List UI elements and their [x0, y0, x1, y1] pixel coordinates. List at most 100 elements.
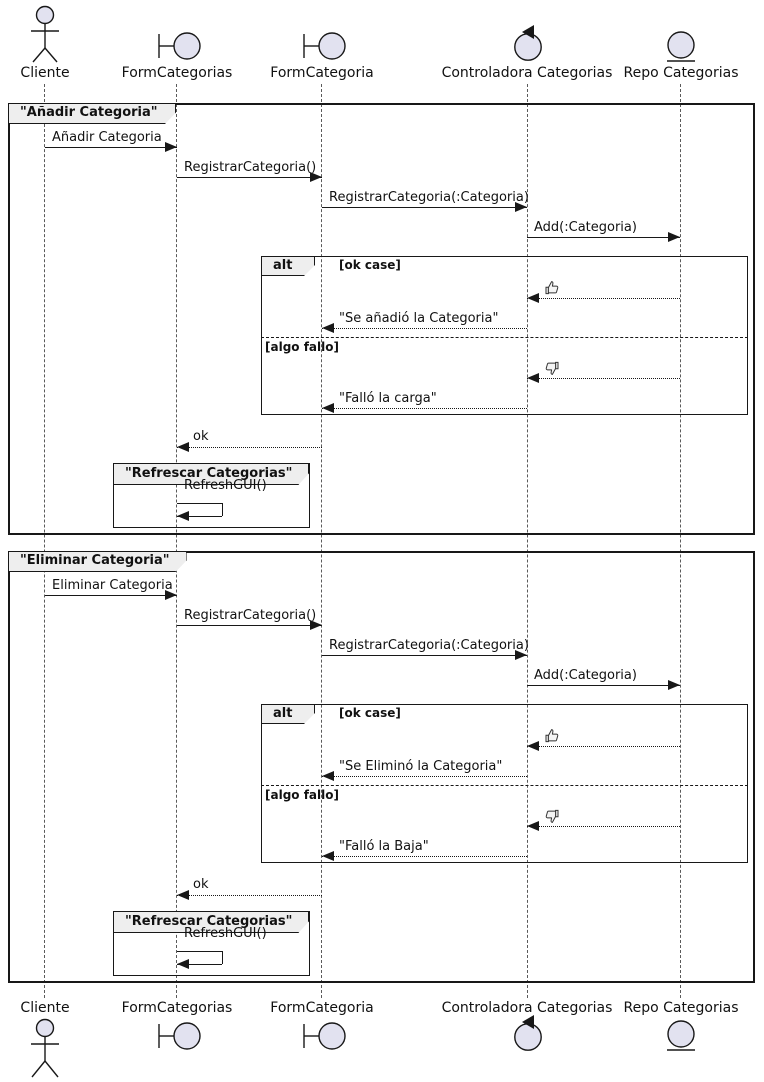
message-label: RegistrarCategoria()	[184, 160, 317, 175]
arrowhead-icon	[177, 959, 189, 969]
return-line	[177, 895, 322, 896]
arrowhead-icon	[177, 442, 189, 452]
arrowhead-icon	[322, 771, 334, 781]
frame-refrescar-title: "Refrescar Categorias"	[113, 911, 309, 933]
boundary-icon	[153, 1022, 203, 1050]
arrowhead-icon	[527, 741, 539, 751]
message-label: ok	[193, 877, 209, 892]
self-message-line	[177, 516, 222, 517]
arrowhead-icon	[177, 890, 189, 900]
self-message-line	[177, 503, 222, 504]
thumbs-up-icon	[544, 728, 560, 744]
boundary-icon	[298, 32, 348, 60]
arrowhead-icon	[177, 511, 189, 521]
arrowhead-icon	[310, 620, 322, 630]
arrowhead-icon	[527, 293, 539, 303]
participant-label-repo: Repo Categorias	[623, 1000, 739, 1016]
control-icon	[512, 1014, 544, 1052]
lifeline-repo-categorias	[680, 84, 681, 998]
self-message-line	[177, 964, 222, 965]
frame-anadir-title: "Añadir Categoria"	[8, 103, 176, 124]
message-line	[177, 625, 322, 626]
boundary-icon	[153, 32, 203, 60]
participant-label-cliente: Cliente	[20, 65, 70, 81]
message-line	[322, 655, 527, 656]
arrowhead-icon	[527, 373, 539, 383]
message-label: "Falló la carga"	[339, 391, 437, 406]
message-line	[527, 237, 680, 238]
message-line	[45, 147, 177, 148]
arrowhead-icon	[165, 142, 177, 152]
thumbs-down-icon	[544, 808, 560, 824]
guard-label: [algo fallo]	[265, 340, 339, 354]
lifeline-controladora-categorias	[527, 84, 528, 998]
return-line	[322, 776, 527, 777]
entity-icon	[666, 31, 696, 63]
actor-icon	[28, 4, 62, 64]
self-message-line	[222, 503, 223, 516]
alt-divider	[261, 785, 748, 786]
frame-anadir-categoria	[8, 103, 755, 535]
return-line	[527, 826, 680, 827]
message-label: Add(:Categoria)	[534, 668, 637, 683]
participant-label-controladora: Controladora Categorias	[441, 1000, 613, 1016]
guard-label: [ok case]	[339, 258, 401, 272]
message-label: "Falló la Baja"	[339, 839, 429, 854]
return-line	[322, 408, 527, 409]
actor-icon	[28, 1017, 62, 1082]
return-line	[177, 447, 322, 448]
return-line	[322, 328, 527, 329]
self-message-line	[222, 951, 223, 964]
entity-icon	[666, 1020, 696, 1052]
message-label: RegistrarCategoria()	[184, 608, 317, 623]
arrowhead-icon	[515, 202, 527, 212]
arrowhead-icon	[165, 590, 177, 600]
message-label: RefreshGUI()	[184, 478, 267, 493]
message-line	[45, 595, 177, 596]
message-line	[177, 177, 322, 178]
guard-label: [ok case]	[339, 706, 401, 720]
arrowhead-icon	[322, 403, 334, 413]
arrowhead-icon	[322, 323, 334, 333]
lifeline-formcategoria	[321, 84, 322, 998]
participant-label-formcategoria: FormCategoria	[270, 1000, 374, 1016]
participant-label-formcategorias: FormCategorias	[121, 65, 233, 81]
guard-label: [algo fallo]	[265, 788, 339, 802]
self-message-line	[177, 951, 222, 952]
lifeline-formcategorias	[176, 84, 177, 998]
thumbs-up-icon	[544, 280, 560, 296]
message-label: RegistrarCategoria(:Categoria)	[329, 638, 529, 653]
arrowhead-icon	[515, 650, 527, 660]
participant-label-cliente: Cliente	[20, 1000, 70, 1016]
return-line	[527, 746, 680, 747]
participant-label-formcategorias: FormCategorias	[121, 1000, 233, 1016]
alt-fragment	[261, 704, 748, 863]
frame-refrescar-title: "Refrescar Categorias"	[113, 463, 309, 485]
return-line	[322, 856, 527, 857]
message-label: Add(:Categoria)	[534, 220, 637, 235]
boundary-icon	[298, 1022, 348, 1050]
alt-fragment	[261, 256, 748, 415]
frame-eliminar-title: "Eliminar Categoria"	[8, 551, 187, 572]
message-label: Eliminar Categoria	[52, 578, 173, 593]
message-label: Añadir Categoria	[52, 130, 162, 145]
return-line	[527, 298, 680, 299]
participant-label-formcategoria: FormCategoria	[270, 65, 374, 81]
message-label: "Se añadió la Categoria"	[339, 311, 499, 326]
control-icon	[512, 24, 544, 62]
message-label: ok	[193, 429, 209, 444]
arrowhead-icon	[322, 851, 334, 861]
lifeline-cliente	[44, 84, 45, 998]
message-label: "Se Eliminó la Categoria"	[339, 759, 503, 774]
arrowhead-icon	[668, 232, 680, 242]
message-label: RegistrarCategoria(:Categoria)	[329, 190, 529, 205]
participant-label-repo: Repo Categorias	[623, 65, 739, 81]
alt-keyword: alt	[261, 704, 315, 724]
message-line	[527, 685, 680, 686]
arrowhead-icon	[527, 821, 539, 831]
return-line	[527, 378, 680, 379]
arrowhead-icon	[310, 172, 322, 182]
frame-eliminar-categoria	[8, 551, 755, 983]
thumbs-down-icon	[544, 360, 560, 376]
